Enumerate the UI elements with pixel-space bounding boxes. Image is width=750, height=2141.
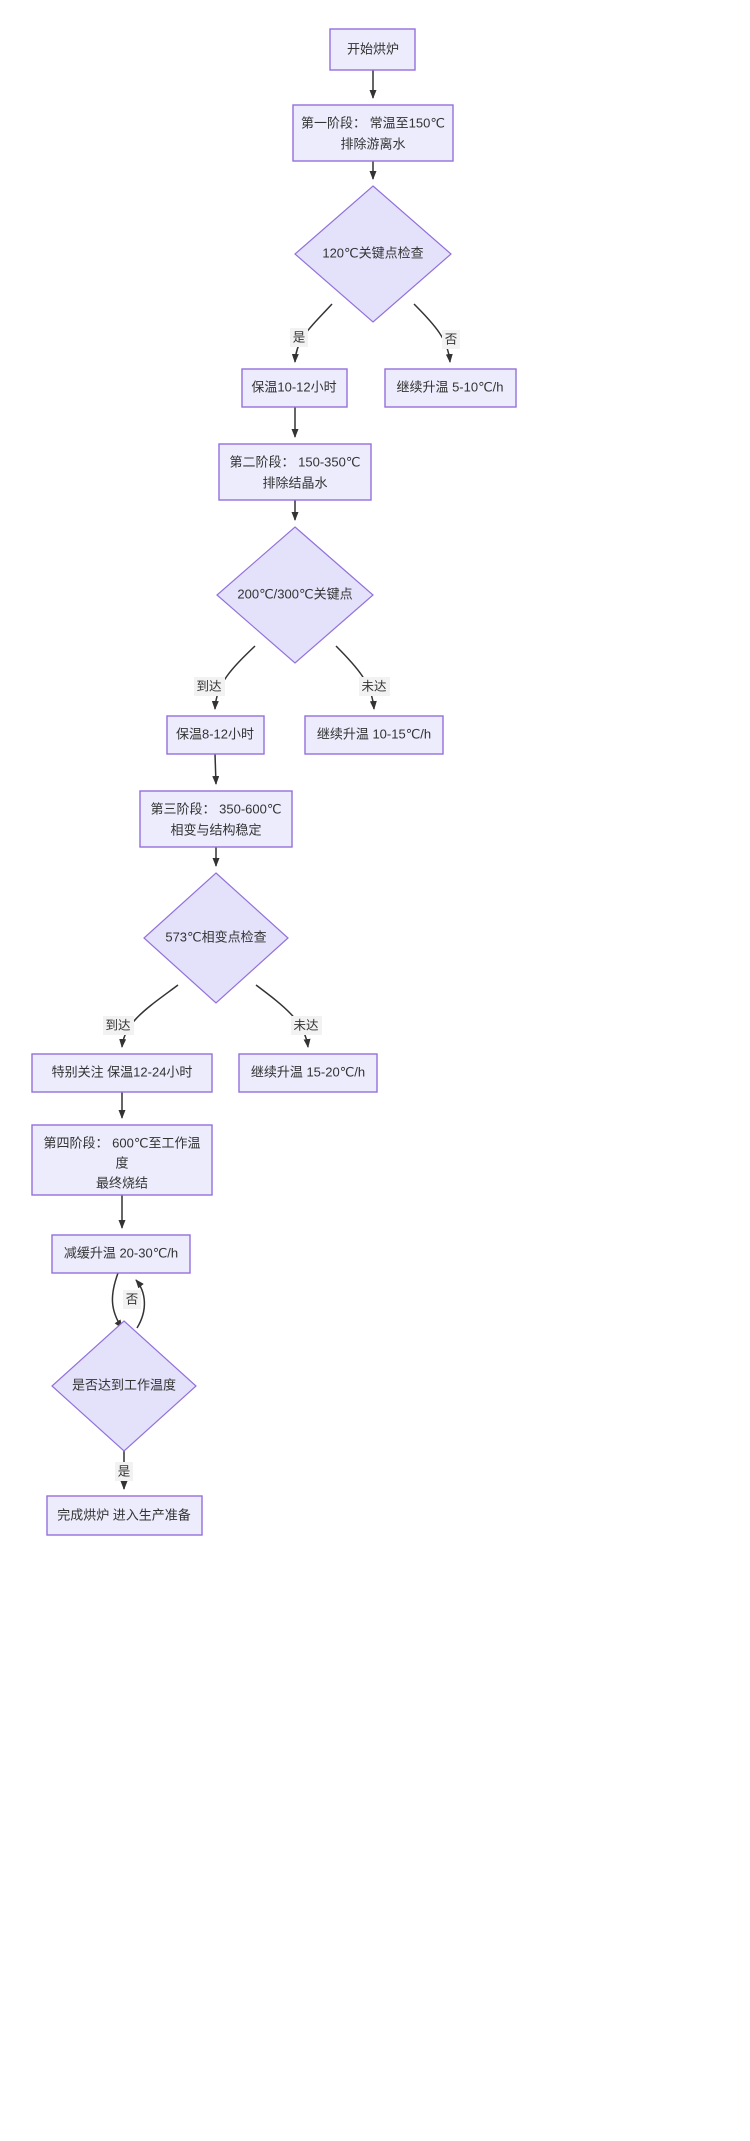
edge-check573-to-hold3 xyxy=(119,984,179,1048)
node-hold1-label: 保温10-12小时 xyxy=(251,379,336,394)
node-check200[interactable]: 200℃/300℃关键点 xyxy=(216,526,374,664)
edge-label-yes-120: 是 xyxy=(290,328,308,347)
node-slow[interactable]: 减缓升温 20-30℃/h xyxy=(51,1234,191,1274)
edge-label-notreach-573-text: 未达 xyxy=(293,1018,319,1032)
edge-hold2-to-stage3 xyxy=(212,753,220,785)
node-hold3-label: 特别关注 保温12-24小时 xyxy=(52,1064,193,1079)
node-stage3-label-line1: 第三阶段： 350-600℃ xyxy=(151,801,282,816)
edge-label-no-work: 否 xyxy=(123,1290,141,1309)
edge-label-layer: 是 否 到达 未达 到达 未达 xyxy=(103,328,460,1481)
node-hold1[interactable]: 保温10-12小时 xyxy=(241,368,348,408)
node-finish[interactable]: 完成烘炉 进入生产准备 xyxy=(46,1495,203,1536)
node-stage2-label-line2: 排除结晶水 xyxy=(262,475,327,490)
node-stage1[interactable]: 第一阶段： 常温至150℃ 排除游离水 xyxy=(292,104,454,162)
node-start-label: 开始烘炉 xyxy=(347,41,399,56)
edge-check200-to-hold2 xyxy=(211,645,256,710)
edge-label-notreach-200-text: 未达 xyxy=(361,679,387,693)
node-stage1-label-line2: 排除游离水 xyxy=(340,136,405,151)
node-stage4-label-line1: 第四阶段： 600℃至工作温 xyxy=(44,1135,201,1150)
edge-slow-to-checkwork xyxy=(111,1272,123,1329)
node-start[interactable]: 开始烘炉 xyxy=(329,28,416,71)
node-hold3[interactable]: 特别关注 保温12-24小时 xyxy=(31,1053,213,1093)
node-stage3-label-line2: 相变与结构稳定 xyxy=(170,822,261,837)
edge-label-reach-200-text: 到达 xyxy=(196,679,222,693)
edge-label-reach-573-text: 到达 xyxy=(105,1018,131,1032)
node-check573[interactable]: 573℃相变点检查 xyxy=(143,872,289,1004)
edge-label-no-120-text: 否 xyxy=(445,332,458,346)
edge-label-yes-work: 是 xyxy=(115,1462,133,1481)
edge-label-notreach-573: 未达 xyxy=(291,1016,322,1035)
node-check200-label: 200℃/300℃关键点 xyxy=(237,586,352,601)
node-hold2-label: 保温8-12小时 xyxy=(176,726,254,741)
node-ramp3[interactable]: 继续升温 15-20℃/h xyxy=(238,1053,378,1093)
edge-label-no-work-text: 否 xyxy=(126,1292,139,1306)
node-stage4-label-line3: 最终烧结 xyxy=(96,1175,148,1190)
node-hold2[interactable]: 保温8-12小时 xyxy=(166,715,265,755)
node-stage2[interactable]: 第二阶段： 150-350℃ 排除结晶水 xyxy=(218,443,372,501)
node-check120[interactable]: 120℃关键点检查 xyxy=(294,185,452,323)
edge-label-notreach-200: 未达 xyxy=(359,677,390,696)
node-stage2-label-line1: 第二阶段： 150-350℃ xyxy=(230,454,361,469)
edge-label-yes-120-text: 是 xyxy=(293,330,306,344)
node-ramp3-label: 继续升温 15-20℃/h xyxy=(251,1064,365,1079)
node-check573-label: 573℃相变点检查 xyxy=(165,929,266,944)
edge-label-no-120: 否 xyxy=(442,330,460,349)
edge-label-yes-work-text: 是 xyxy=(118,1464,131,1478)
edge-check200-to-ramp2 xyxy=(335,645,377,710)
node-stage3[interactable]: 第三阶段： 350-600℃ 相变与结构稳定 xyxy=(139,790,293,848)
node-ramp2[interactable]: 继续升温 10-15℃/h xyxy=(304,715,444,755)
edge-checkwork-to-slow xyxy=(135,1279,146,1329)
node-stage1-label-line1: 第一阶段： 常温至150℃ xyxy=(301,115,445,130)
edge-check120-to-ramp1 xyxy=(413,303,453,363)
node-slow-label: 减缓升温 20-30℃/h xyxy=(64,1245,178,1260)
edge-check573-to-ramp3 xyxy=(255,984,311,1048)
node-stage4[interactable]: 第四阶段： 600℃至工作温 度 最终烧结 xyxy=(31,1124,213,1196)
node-ramp1[interactable]: 继续升温 5-10℃/h xyxy=(384,368,517,408)
node-stage4-label-line2: 度 xyxy=(115,1155,128,1170)
node-ramp1-label: 继续升温 5-10℃/h xyxy=(396,379,503,394)
edge-label-reach-573: 到达 xyxy=(103,1016,134,1035)
node-finish-label: 完成烘炉 进入生产准备 xyxy=(57,1507,191,1522)
node-ramp2-label: 继续升温 10-15℃/h xyxy=(317,726,431,741)
node-checkwork-label: 是否达到工作温度 xyxy=(72,1377,176,1392)
node-check120-label: 120℃关键点检查 xyxy=(322,245,423,260)
edge-label-reach-200: 到达 xyxy=(194,677,225,696)
node-checkwork[interactable]: 是否达到工作温度 xyxy=(51,1320,197,1452)
